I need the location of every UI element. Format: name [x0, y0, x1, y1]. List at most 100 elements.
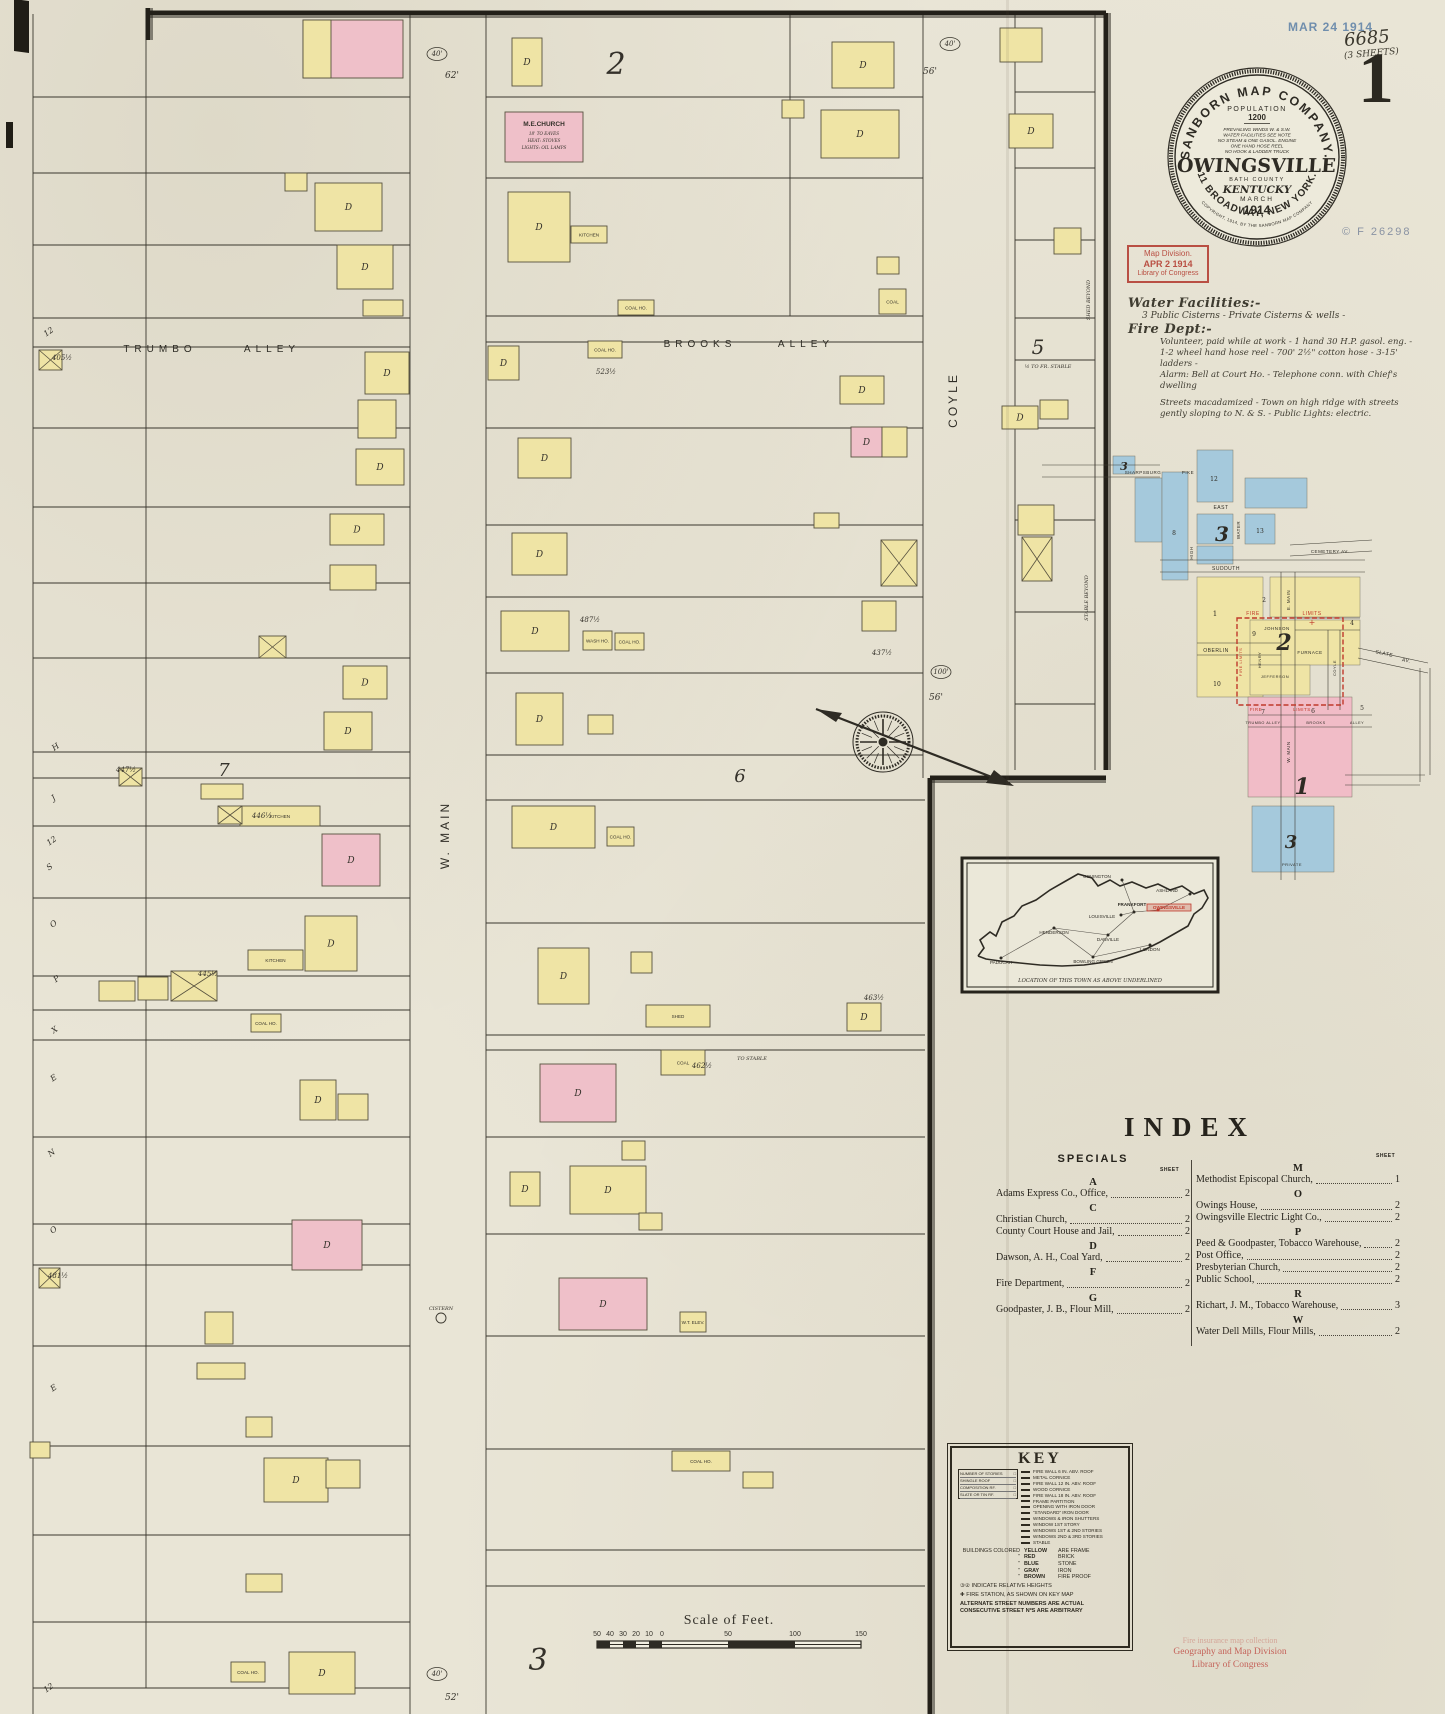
building-cross	[38, 349, 63, 371]
building-label: COAL	[677, 1060, 690, 1065]
building	[314, 182, 383, 232]
inset-rail-line	[1092, 944, 1151, 958]
building-cross	[118, 767, 143, 787]
keymap-region	[1196, 449, 1234, 503]
building	[511, 532, 568, 576]
inset-city-dot	[999, 956, 1003, 960]
building-label: COAL HO.	[619, 639, 641, 644]
building-label: COAL HO.	[610, 834, 632, 839]
keymap-street-line	[1357, 657, 1429, 674]
key-line-label: FIRE WALL 6 IN. ABV. ROOF	[1033, 1469, 1094, 1474]
keymap-street-line	[1289, 539, 1373, 546]
index-leader	[1324, 1221, 1392, 1222]
key-line-glyph	[1021, 1470, 1030, 1473]
inset-rail-line	[1053, 927, 1094, 958]
index-letter-header: A	[1089, 1177, 1097, 1188]
building-label: COAL HO.	[625, 305, 647, 310]
index-entry-name: Presbyterian Church,	[1196, 1262, 1281, 1273]
keymap-number: 13	[1256, 528, 1264, 535]
compass-spoke	[866, 725, 880, 739]
building	[831, 41, 895, 89]
keymap-label: CEMETERY AV.	[1311, 549, 1349, 554]
water-facilities-title: Water Facilities:-	[1128, 296, 1261, 311]
building	[878, 288, 907, 315]
lc-footer-stamp: Fire insurance map collection Geography …	[1135, 1636, 1325, 1671]
building	[291, 1219, 363, 1271]
building-label: COAL HO.	[690, 1459, 712, 1464]
building-label: SHED	[672, 1014, 685, 1019]
building	[881, 426, 908, 458]
compass-hub	[878, 737, 888, 747]
compass-spoke	[861, 746, 873, 752]
building	[537, 947, 590, 1005]
index-entry: Adams Express Co., Office,2	[996, 1188, 1190, 1200]
building	[558, 1277, 648, 1331]
compass-spoke	[887, 720, 893, 732]
sanborn-seal: SANBORN MAP COMPANY. 11 BROADWAY, NEW YO…	[1167, 67, 1347, 247]
inset-city-dot	[1119, 913, 1123, 917]
building	[587, 340, 623, 359]
index-leader	[1315, 1183, 1392, 1184]
building	[362, 299, 404, 317]
keymap-region	[1249, 619, 1361, 666]
index-leader	[1111, 1197, 1182, 1198]
index-entry-name: Owingsville Electric Light Co.,	[1196, 1212, 1322, 1223]
key-line-glyph	[1021, 1512, 1030, 1515]
building	[336, 244, 394, 290]
inset-rail-line	[1092, 934, 1109, 958]
scan-edge-mark	[6, 122, 13, 148]
key-line-label: FIRE WALL 12 IN. ABV. ROOF	[1033, 1480, 1097, 1486]
building-label: COAL HO.	[237, 1670, 259, 1675]
inset-rail-line	[1120, 911, 1135, 916]
key-color-prefix: ”	[1018, 1567, 1020, 1574]
building-label: W.T. ELEV.	[682, 1320, 705, 1325]
building	[638, 1212, 663, 1231]
building-label: COAL HO.	[255, 1021, 277, 1026]
building	[781, 99, 805, 119]
building	[98, 980, 136, 1002]
key-line-glyph	[1021, 1535, 1030, 1538]
key-color-meaning: BRICK	[1058, 1554, 1075, 1561]
annotation: SHED BEYOND	[1086, 280, 1092, 320]
scale-tick: 50	[593, 1631, 601, 1638]
index-leader	[1116, 1313, 1182, 1314]
index-entry-name: Christian Church,	[996, 1214, 1068, 1225]
key-symbol-glyph: □	[1013, 1471, 1016, 1476]
keymap-region	[1244, 513, 1276, 545]
building	[621, 1140, 646, 1161]
annotation-circle	[939, 37, 961, 51]
key-color-prefix: ”	[1018, 1554, 1020, 1561]
inset-rail-line	[1107, 911, 1135, 936]
seal-town: OWINGSVILLE	[1176, 155, 1336, 177]
building-label: D	[858, 61, 866, 71]
population-value: 1200	[1248, 113, 1266, 122]
compass-spoke	[886, 745, 900, 759]
index-entry: Methodist Episcopal Church,1	[1196, 1174, 1400, 1186]
building-label: D	[540, 454, 548, 464]
index-leader	[1105, 1261, 1182, 1262]
building	[861, 600, 897, 632]
keymap-label: OBERLIN	[1203, 648, 1228, 654]
north-arrow-head	[986, 770, 1014, 786]
edge-mark: N	[45, 1147, 58, 1160]
building	[820, 109, 900, 159]
keymap-region	[1244, 477, 1308, 509]
index-leader	[1070, 1223, 1182, 1224]
keymap-label: W. MAIN	[1286, 741, 1291, 762]
street-label: TRUMBO	[123, 344, 196, 355]
building	[1017, 504, 1055, 536]
key-symbol-label: NUMBER OF STORIES	[960, 1471, 1003, 1476]
annotation: TO STABLE	[737, 1056, 767, 1062]
seal-year: 1914	[1244, 203, 1271, 217]
key-color-name: RED	[1024, 1554, 1036, 1561]
index-entry-sheet: 2	[1395, 1212, 1400, 1223]
heavy-border	[145, 8, 1111, 1714]
building	[606, 826, 635, 847]
keymap-label: EAST	[1213, 505, 1228, 511]
paper-crease	[1006, 0, 1009, 1714]
